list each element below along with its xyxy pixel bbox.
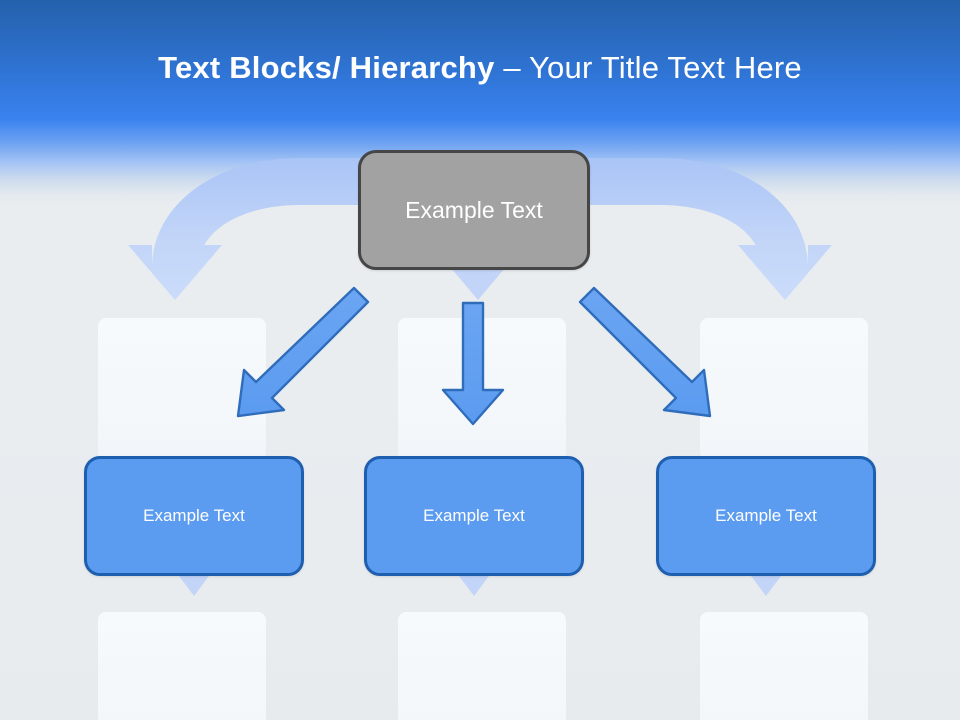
child-node-2-label: Example Text bbox=[423, 506, 525, 525]
arrow-root-to-child-3 bbox=[578, 286, 712, 418]
watermark-triangle-child-1 bbox=[176, 572, 212, 596]
child-node-1[interactable]: Example Text bbox=[84, 456, 304, 576]
slide-title-bold: Text Blocks/ Hierarchy bbox=[158, 50, 495, 85]
root-node[interactable]: Example Text bbox=[358, 150, 590, 270]
child-node-2[interactable]: Example Text bbox=[364, 456, 584, 576]
slide-title: Text Blocks/ Hierarchy – Your Title Text… bbox=[0, 48, 960, 88]
watermark-panel-lower-3 bbox=[700, 612, 868, 720]
child-node-3[interactable]: Example Text bbox=[656, 456, 876, 576]
slide-title-separator: – bbox=[494, 50, 530, 85]
arrow-root-to-child-1 bbox=[236, 286, 370, 418]
watermark-triangle-center bbox=[446, 262, 510, 300]
slide-title-light: Your Title Text Here bbox=[529, 50, 802, 85]
watermark-triangle-child-2 bbox=[456, 572, 492, 596]
watermark-panel-upper-3 bbox=[700, 318, 868, 460]
root-node-label: Example Text bbox=[405, 196, 543, 223]
watermark-triangle-child-3 bbox=[748, 572, 784, 596]
watermark-panel-lower-2 bbox=[398, 612, 566, 720]
watermark-panels-lower bbox=[98, 612, 868, 720]
watermark-panel-upper-1 bbox=[98, 318, 266, 460]
arrow-root-to-child-2 bbox=[441, 301, 505, 426]
watermark-panel-lower-1 bbox=[98, 612, 266, 720]
child-node-3-label: Example Text bbox=[715, 506, 817, 525]
child-node-1-label: Example Text bbox=[143, 506, 245, 525]
